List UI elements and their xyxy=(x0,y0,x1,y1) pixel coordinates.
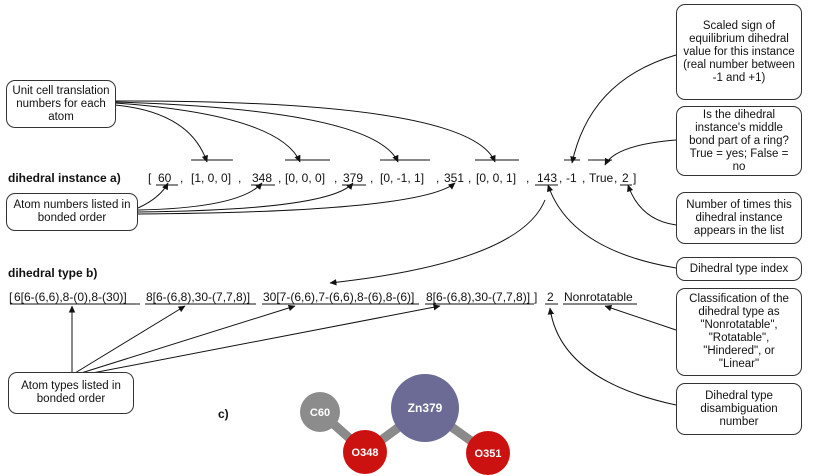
annotation-type-index: Dihedral type index xyxy=(676,257,802,281)
instance-ring: True xyxy=(589,171,614,185)
annotation-times: Number of times this dihedral instance a… xyxy=(676,192,802,244)
instance-atom2: 348 xyxy=(252,171,273,185)
instance-type-index: 143 xyxy=(537,171,558,185)
instance-atom3: 379 xyxy=(343,171,364,185)
comma: , xyxy=(468,171,472,185)
comma: , xyxy=(582,171,586,185)
type-classification: Nonrotatable xyxy=(564,290,633,304)
atom-label-o351: O351 xyxy=(475,448,502,460)
annotation-unit-cell: Unit cell translation numbers for each a… xyxy=(6,80,116,128)
atom-label-o348: O348 xyxy=(352,447,379,459)
annotation-classification: Classification of the dihedral type as "… xyxy=(676,288,802,376)
type-atom1: 6[6-(6,6),8-(0),8-(30)] xyxy=(14,290,127,304)
annotation-atom-numbers: Atom numbers listed in bonded order xyxy=(6,193,138,231)
instance-translation4: [0, 0, 1] xyxy=(476,171,517,185)
instance-translation3: [0, -1, 1] xyxy=(380,171,425,185)
arrow-to-t3 xyxy=(114,101,399,163)
arrow-type-index-up xyxy=(547,184,677,269)
comma: , xyxy=(526,171,530,185)
arrow-to-classification xyxy=(604,305,677,331)
instance-open-bracket: [ xyxy=(148,171,152,185)
annotation-disambiguation: Dihedral type disambiguation number xyxy=(676,383,802,435)
arrow-to-atom4 xyxy=(137,182,456,215)
instance-close-bracket: ] xyxy=(633,171,637,185)
type-atom3: 30[7-(6,6),7-(6,6),8-(6),8-(6)] xyxy=(263,290,415,304)
instance-translation1: [1, 0, 0] xyxy=(191,171,232,185)
annotation-ring: Is the dihedral instance's middle bond p… xyxy=(676,106,802,176)
arrow-to-t1 xyxy=(114,104,208,163)
type-atom4: 8[6-(6,8),30-(7,7,8)] xyxy=(426,290,531,304)
arrow-to-at2 xyxy=(74,305,186,374)
annotation-scaled-sign: Scaled sign of equilibrium dihedral valu… xyxy=(676,4,802,100)
instance-label: dihedral instance a) xyxy=(8,171,121,185)
atom-zn379 xyxy=(391,374,459,442)
atom-label-c60: C60 xyxy=(310,407,330,419)
type-label: dihedral type b) xyxy=(8,266,98,280)
arrow-to-at3 xyxy=(77,304,296,375)
arrow-to-atom2 xyxy=(137,182,263,211)
comma: , xyxy=(370,171,374,185)
annotation-atom-types: Atom types listed in bonded order xyxy=(8,372,134,414)
atom-c60 xyxy=(300,392,340,432)
comma: , xyxy=(180,171,184,185)
arrow-to-atom3 xyxy=(137,182,354,213)
molecule-label: c) xyxy=(218,407,229,421)
arrow-index-to-type xyxy=(329,199,546,286)
comma: , xyxy=(278,171,282,185)
type-open-bracket: [ xyxy=(9,290,13,304)
instance-sign: -1 xyxy=(566,171,577,185)
atom-o351 xyxy=(466,431,510,475)
arrow-to-atom1 xyxy=(137,182,169,209)
arrow-to-t2 xyxy=(114,102,301,163)
comma: , xyxy=(238,171,242,185)
molecule-diagram: C60 O348 Zn379 O351 xyxy=(300,374,510,475)
arrow-to-ring xyxy=(604,139,677,166)
type-close-bracket: ] xyxy=(534,290,538,304)
comma: , xyxy=(559,171,563,185)
comma: , xyxy=(334,171,338,185)
arrow-to-count xyxy=(627,184,677,226)
type-atom2: 8[6-(6,8),30-(7,7,8)] xyxy=(146,290,251,304)
arrow-to-sign xyxy=(570,54,677,164)
comma: , xyxy=(436,171,440,185)
arrow-to-disamb xyxy=(547,307,677,406)
arrow-to-at4 xyxy=(81,304,441,376)
comma: , xyxy=(614,171,618,185)
arrow-to-t4 xyxy=(114,100,496,163)
instance-atom1: 60 xyxy=(158,171,172,185)
instance-atom4: 351 xyxy=(444,171,465,185)
type-disambiguation: 2 xyxy=(547,290,554,304)
instance-translation2: [0, 0, 0] xyxy=(285,171,326,185)
atom-label-zn379: Zn379 xyxy=(408,401,443,415)
atom-o348 xyxy=(343,430,387,474)
instance-count: 2 xyxy=(622,171,629,185)
